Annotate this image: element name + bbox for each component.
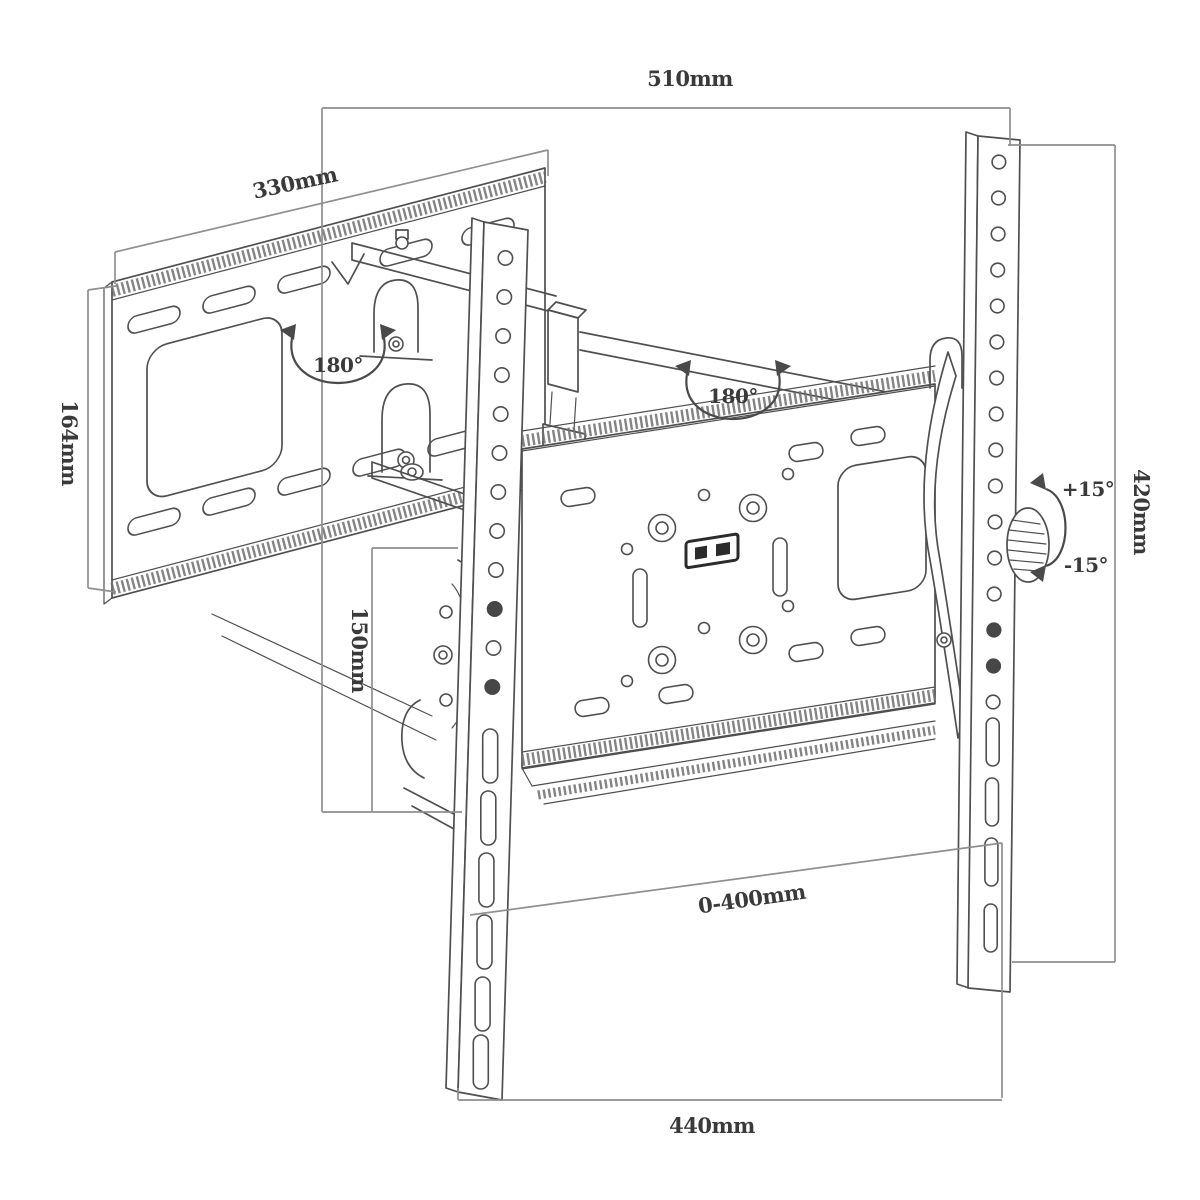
right-tv-rail bbox=[956, 131, 1021, 993]
lower-swivel-arm bbox=[211, 559, 497, 853]
label-164mm: 164mm bbox=[57, 400, 82, 486]
label-180-right: 180° bbox=[708, 384, 758, 408]
left-rail-holes bbox=[484, 250, 514, 695]
vesa-small-holes bbox=[620, 467, 795, 688]
vesa-oval-slots bbox=[560, 425, 886, 718]
tilt-arrow-icon bbox=[1045, 487, 1067, 568]
tilt-knob bbox=[1006, 507, 1050, 583]
wall-plate-hook-notch bbox=[331, 253, 365, 285]
left-rail-slots bbox=[472, 728, 499, 1090]
tilt-annotation: +15° -15° bbox=[1030, 473, 1115, 582]
dimension-510mm: 510mm bbox=[321, 66, 1011, 812]
label-180-left: 180° bbox=[313, 353, 363, 377]
tilt-bracket bbox=[923, 336, 965, 739]
label-420mm: 420mm bbox=[1129, 469, 1154, 555]
wall-plate-cutout bbox=[146, 317, 283, 498]
brand-logo bbox=[684, 532, 740, 570]
right-rail-slots bbox=[983, 717, 1001, 953]
dimension-440mm: 440mm bbox=[457, 1088, 1002, 1138]
label-330mm: 330mm bbox=[250, 161, 339, 203]
label-150mm: 150mm bbox=[347, 607, 372, 693]
label-440mm: 440mm bbox=[669, 1113, 755, 1138]
wall-plate-top-slots bbox=[127, 217, 515, 334]
label-0-400mm: 0-400mm bbox=[697, 879, 808, 919]
label-510mm: 510mm bbox=[647, 66, 733, 91]
vesa-grommets bbox=[647, 493, 768, 675]
dimension-164mm: 164mm bbox=[57, 285, 117, 593]
dimension-150mm: 150mm bbox=[322, 547, 462, 813]
dimension-420mm: 420mm bbox=[1008, 144, 1154, 963]
rotation-arrow-left-icon bbox=[290, 337, 386, 385]
right-rail-holes bbox=[985, 154, 1007, 710]
swivel-annotation-right: 180° bbox=[675, 360, 791, 421]
swivel-annotation-left: 180° bbox=[280, 324, 396, 385]
hanger-hook-upper bbox=[359, 279, 433, 361]
rotation-arrow-right-icon bbox=[685, 373, 781, 421]
label-tilt-up: +15° bbox=[1062, 477, 1115, 501]
hanger-hook-lower bbox=[367, 383, 443, 481]
vesa-plate bbox=[521, 365, 936, 805]
dimension-0-400mm: 0-400mm bbox=[469, 842, 1003, 1098]
label-tilt-down: -15° bbox=[1064, 553, 1108, 577]
wall-plate-bottom-slots bbox=[127, 428, 481, 536]
vesa-vertical-slots bbox=[632, 537, 788, 628]
left-tv-rail bbox=[445, 217, 529, 1101]
